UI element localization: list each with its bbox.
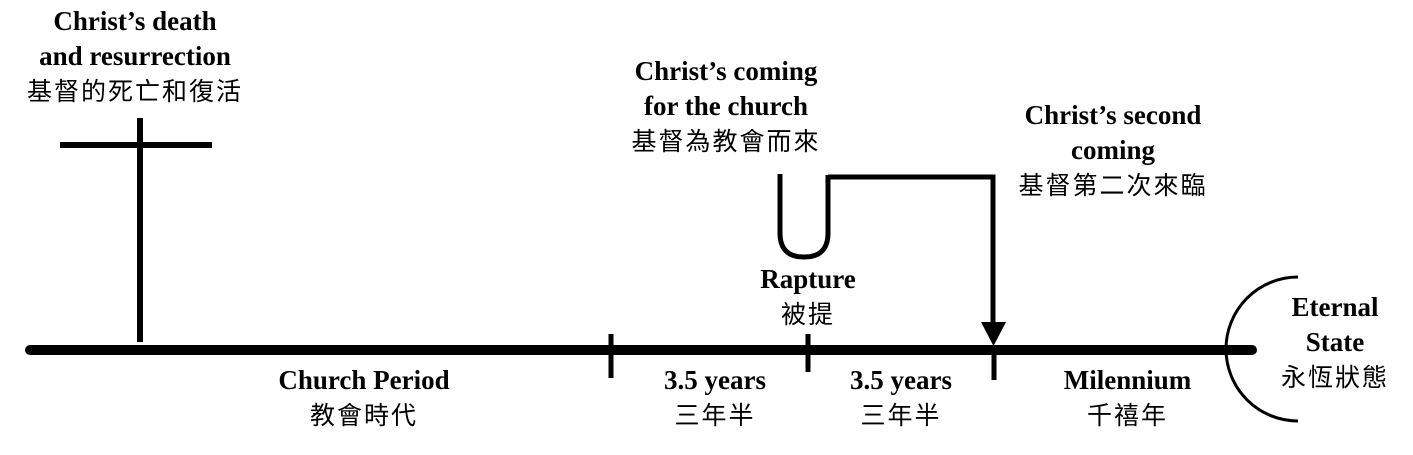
second-coming-path: [828, 174, 996, 328]
label-first-half: 3.5 years 三年半: [640, 363, 790, 433]
second-half-title: 3.5 years: [850, 365, 952, 395]
death-title-line2: and resurrection: [39, 41, 231, 71]
label-church-period: Church Period 教會時代: [244, 363, 484, 433]
rapture-title-zh: 被提: [780, 300, 835, 329]
coming-title-line2: for the church: [644, 91, 808, 121]
second-title-line2: coming: [1071, 135, 1155, 165]
millennium-zh: 千禧年: [1086, 401, 1168, 430]
rapture-title: Rapture: [760, 264, 856, 294]
church-period-title: Church Period: [278, 365, 450, 395]
label-death-resurrection: Christ’s death and resurrection 基督的死亡和復活: [15, 4, 255, 109]
eternal-title-line1: Eternal: [1291, 292, 1379, 322]
first-half-title: 3.5 years: [664, 365, 766, 395]
coming-title-line1: Christ’s coming: [634, 56, 818, 86]
coming-title-zh: 基督為教會而來: [631, 127, 821, 156]
church-period-zh: 教會時代: [309, 401, 418, 430]
rapture-curve: [777, 174, 831, 260]
second-title-zh: 基督第二次來臨: [1018, 171, 1208, 200]
death-title-line1: Christ’s death: [53, 6, 217, 36]
eternal-title-zh: 永恆狀態: [1280, 363, 1389, 392]
label-second-half: 3.5 years 三年半: [826, 363, 976, 433]
first-half-zh: 三年半: [674, 401, 756, 430]
eternal-arc: [1224, 275, 1299, 423]
millennium-title: Milennium: [1063, 365, 1192, 395]
label-millennium: Milennium 千禧年: [1045, 363, 1210, 433]
label-second-coming: Christ’s second coming 基督第二次來臨: [983, 98, 1243, 203]
down-arrow-icon: [981, 322, 1006, 346]
label-coming-for-church: Christ’s coming for the church 基督為教會而來: [596, 54, 856, 159]
eternal-title-line2: State: [1305, 327, 1365, 357]
label-rapture: Rapture 被提: [738, 262, 878, 332]
second-title-line1: Christ’s second: [1024, 100, 1202, 130]
death-title-zh: 基督的死亡和復活: [26, 77, 243, 106]
second-half-zh: 三年半: [860, 401, 942, 430]
label-eternal-state: Eternal State 永恆狀態: [1270, 290, 1400, 395]
